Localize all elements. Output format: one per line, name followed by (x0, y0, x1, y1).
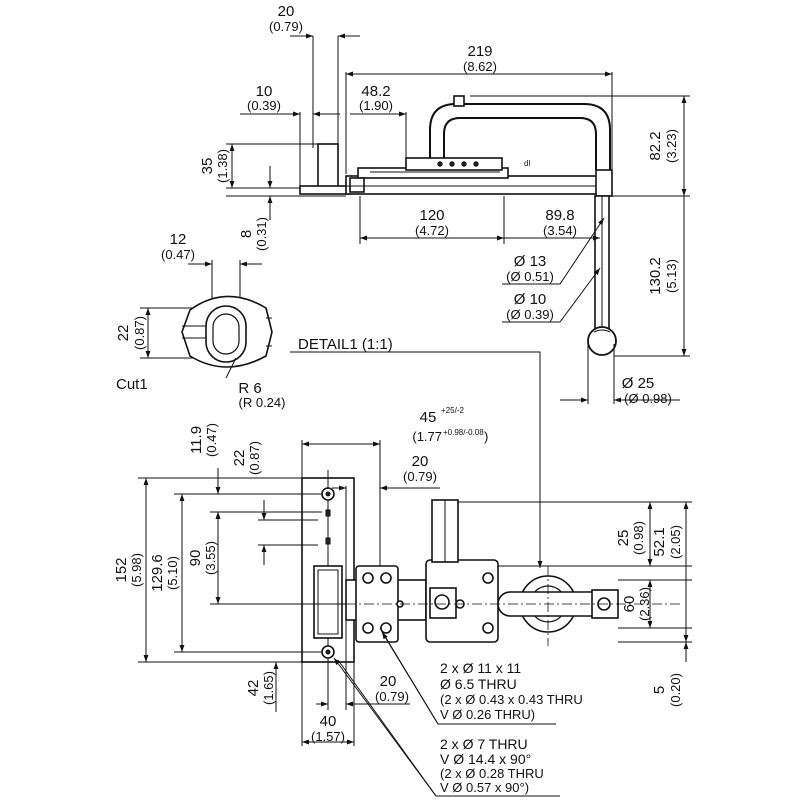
dim-90-in: (3.55) (203, 541, 218, 575)
dim-42-in: (1.65) (261, 671, 276, 705)
dim-front-22: 22 (231, 450, 248, 467)
dim-radius-6: R 6 (238, 380, 261, 397)
note-11-line2: Ø 6.5 THRU (440, 676, 517, 692)
detail-label: DETAIL1 (1:1) (298, 336, 393, 353)
dim-bottom-20-in: (0.79) (375, 689, 409, 704)
dim-82-2-in: (3.23) (664, 129, 679, 163)
note-7-line4: V Ø 0.57 x 90°) (440, 780, 529, 795)
dim-dia-25-in: (Ø 0.98) (624, 391, 672, 406)
dim-front-20: 20 (412, 453, 429, 470)
dim-front-5: 5 (651, 686, 668, 694)
dim-89-8-in: (3.54) (543, 223, 577, 238)
dim-82-2: 82.2 (647, 131, 664, 160)
dim-dia-10-in: (Ø 0.39) (506, 307, 554, 322)
dim-35-in: (1.38) (215, 149, 230, 183)
dim-48-2-in: (1.90) (359, 98, 393, 113)
dim-130-2: 130.2 (647, 257, 664, 295)
hole-note-7: 2 x Ø 7 THRU V Ø 14.4 x 90° (2 x Ø 0.28 … (440, 736, 544, 795)
dim-cut-22: 22 (115, 325, 132, 342)
dim-8: 8 (238, 230, 255, 238)
dim-cut-12-in: (0.47) (161, 247, 195, 262)
dim-52-1-in: (2.05) (668, 525, 683, 559)
cut1-section: 12 (0.47) 22 (0.87) Cut1 R 6 (R 0.24) (115, 231, 285, 410)
side-view: dl 20 (0.79) 219 (8.62) 10 (0.39) 48.2 (… (199, 3, 690, 406)
dim-48-2: 48.2 (361, 83, 390, 100)
note-7-line3: (2 x Ø 0.28 THRU (440, 766, 544, 781)
dim-20-top: 20 (278, 3, 295, 20)
dim-129-6: 129.6 (149, 554, 166, 592)
dim-radius-6-in: (R 0.24) (239, 395, 286, 410)
dim-11-9-in: (0.47) (204, 423, 219, 457)
dim-35: 35 (199, 158, 216, 175)
dim-120-in: (4.72) (415, 223, 449, 238)
note-11-line1: 2 x Ø 11 x 11 (440, 660, 521, 676)
dim-45-in: (1.77 (412, 429, 442, 444)
dim-8-in: (0.31) (254, 217, 269, 251)
dim-52-1: 52.1 (651, 527, 668, 556)
dim-cut-12: 12 (170, 231, 187, 248)
dim-10: 10 (256, 83, 273, 100)
dim-219: 219 (467, 43, 492, 60)
dim-60: 60 (621, 596, 638, 613)
note-11-line4: V Ø 0.26 THRU) (440, 707, 535, 722)
dim-front-22-in: (0.87) (247, 441, 262, 475)
dim-bottom-20: 20 (380, 673, 397, 690)
dim-90: 90 (187, 550, 204, 567)
dim-129-6-in: (5.10) (165, 556, 180, 590)
dim-45: 45 (420, 409, 437, 426)
dim-130-2-in: (5.13) (664, 259, 679, 293)
dim-42: 42 (245, 680, 262, 697)
hole-note-11: 2 x Ø 11 x 11 Ø 6.5 THRU (2 x Ø 0.43 x 0… (440, 660, 583, 722)
dim-front-25: 25 (615, 530, 632, 547)
dim-89-8: 89.8 (545, 207, 574, 224)
note-11-line3: (2 x Ø 0.43 x 0.43 THRU (440, 692, 583, 707)
dim-dia-13-in: (Ø 0.51) (506, 269, 554, 284)
dim-front-25-in: (0.98) (631, 521, 646, 555)
dim-10-in: (0.39) (247, 98, 281, 113)
dim-152: 152 (113, 557, 130, 582)
note-7-line1: 2 x Ø 7 THRU (440, 736, 528, 752)
dim-cut-22-in: (0.87) (132, 316, 147, 350)
part-marking: dl (524, 159, 530, 168)
dim-20-top-in: (0.79) (269, 19, 303, 34)
dim-dia-10: Ø 10 (514, 291, 547, 308)
dim-45-in-close: ) (484, 429, 488, 444)
dim-219-in: (8.62) (463, 59, 497, 74)
dim-11-9: 11.9 (188, 426, 205, 454)
dim-60-in: (2.36) (637, 587, 652, 621)
dim-bottom-40-in: (1.57) (311, 729, 345, 744)
dim-front-20-in: (0.79) (403, 469, 437, 484)
cut-label: Cut1 (116, 376, 148, 393)
dim-120: 120 (419, 207, 444, 224)
note-7-line2: V Ø 14.4 x 90° (440, 751, 531, 767)
dim-front-5-in: (0.20) (668, 673, 683, 707)
dim-152-in: (5.98) (129, 553, 144, 587)
dim-45-tol: +25/-2 (441, 406, 464, 415)
dim-45-in-tol: +0.98/-0.08 (443, 428, 484, 437)
dim-bottom-40: 40 (320, 713, 337, 730)
dim-dia-25: Ø 25 (622, 375, 655, 392)
front-view: 45 +25/-2 (1.77 +0.98/-0.08 ) 20 (0.79) … (113, 406, 692, 797)
dim-dia-13: Ø 13 (514, 253, 547, 270)
